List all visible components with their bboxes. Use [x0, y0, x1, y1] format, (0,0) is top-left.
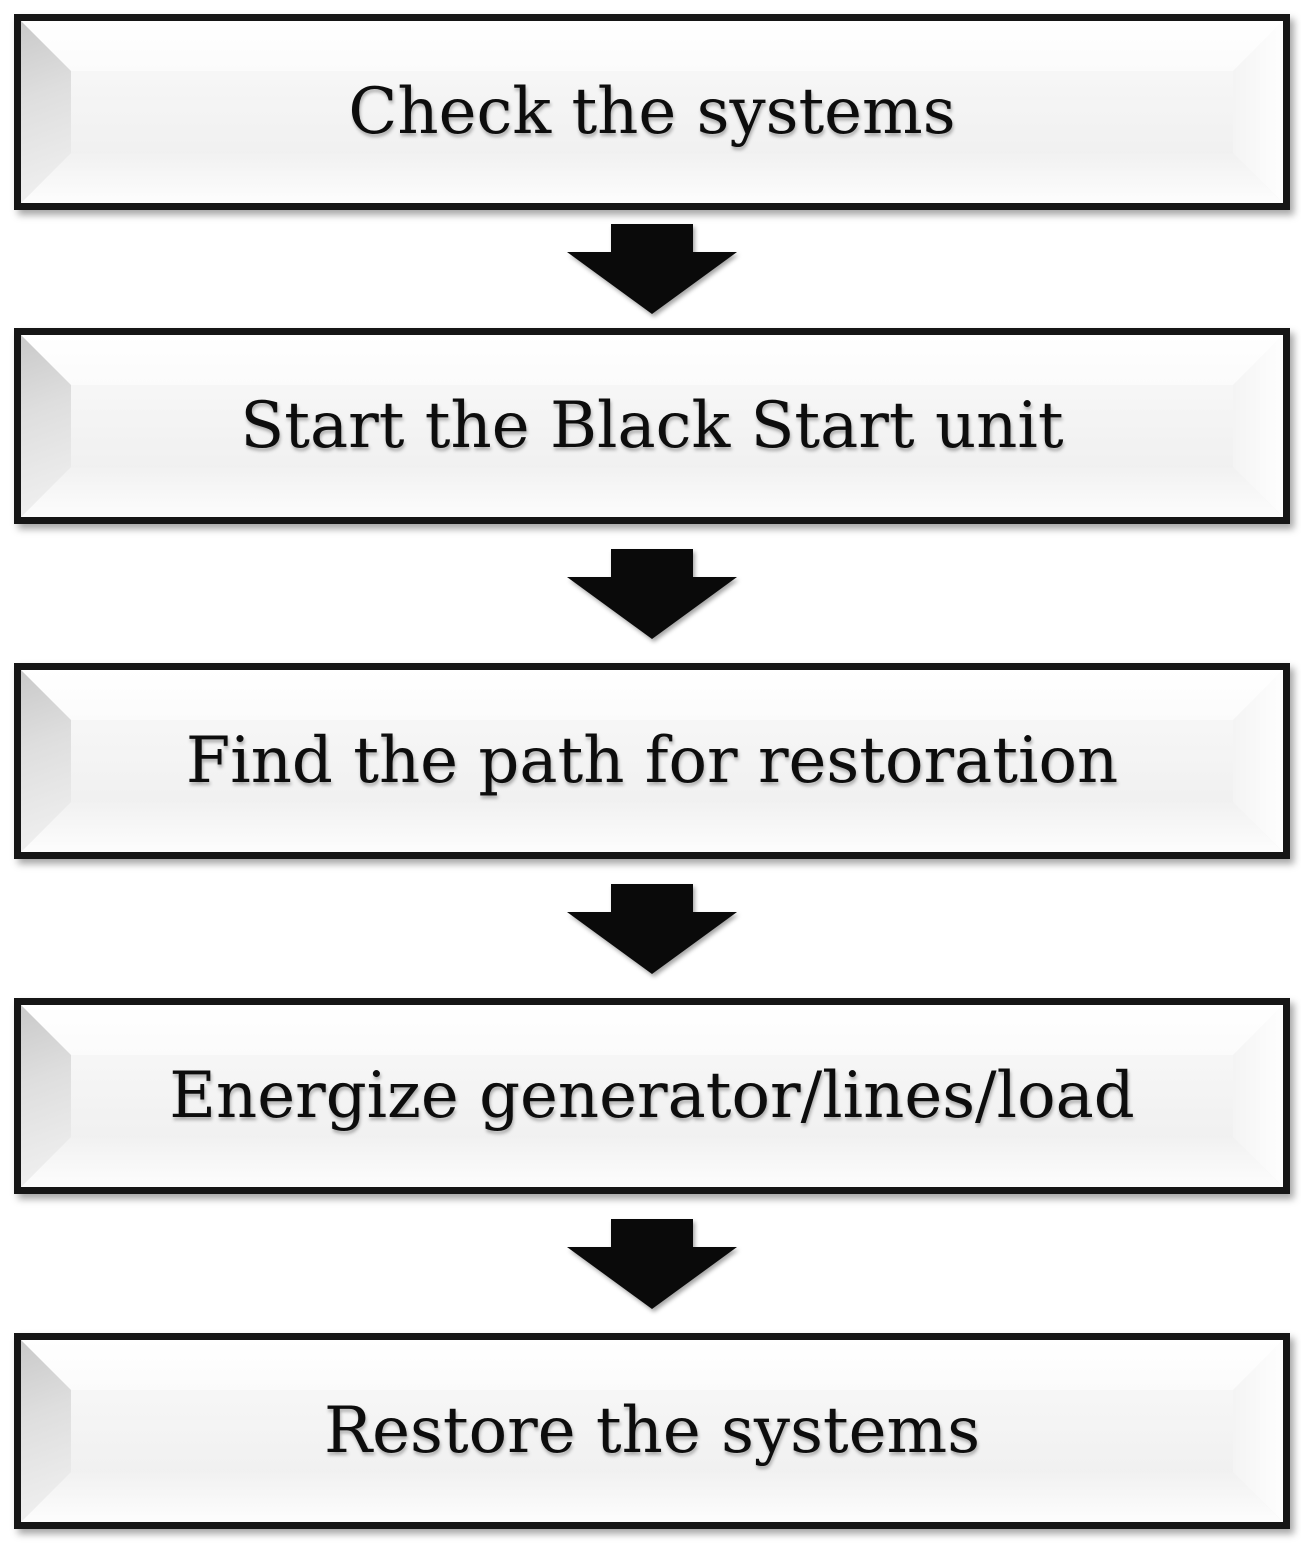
step-label: Find the path for restoration [185, 724, 1119, 798]
step-check-the-systems: Check the systems [14, 14, 1290, 210]
bevel-left [21, 670, 71, 852]
down-arrow-icon [567, 548, 737, 639]
step-start-the-black-start-unit: Start the Black Start unit [14, 328, 1290, 524]
bevel-right [1233, 21, 1283, 203]
bevel-right [1233, 1340, 1283, 1522]
bevel-bottom [21, 802, 1283, 852]
black-start-restoration-flowchart: Check the systems Start the Black Start … [14, 14, 1290, 1529]
down-arrow-icon [567, 1218, 737, 1309]
down-arrow-icon [567, 224, 737, 314]
connector-2 [14, 524, 1290, 663]
step-label: Start the Black Start unit [240, 389, 1064, 463]
step-energize-generator-lines-load: Energize generator/lines/load [14, 998, 1290, 1194]
bevel-bottom [21, 153, 1283, 203]
step-restore-the-systems: Restore the systems [14, 1333, 1290, 1529]
step-label: Check the systems [348, 75, 956, 149]
bevel-top [21, 1005, 1283, 1055]
connector-4 [14, 1194, 1290, 1333]
connector-3 [14, 859, 1290, 998]
bevel-bottom [21, 1472, 1283, 1522]
down-arrow-icon [567, 883, 737, 974]
bevel-left [21, 1340, 71, 1522]
step-label: Energize generator/lines/load [169, 1059, 1135, 1133]
bevel-top [21, 21, 1283, 71]
bevel-top [21, 670, 1283, 720]
bevel-right [1233, 670, 1283, 852]
bevel-left [21, 21, 71, 203]
bevel-right [1233, 335, 1283, 517]
bevel-bottom [21, 1137, 1283, 1187]
step-label: Restore the systems [323, 1394, 981, 1468]
bevel-top [21, 1340, 1283, 1390]
bevel-bottom [21, 467, 1283, 517]
connector-1 [14, 210, 1290, 328]
bevel-top [21, 335, 1283, 385]
bevel-left [21, 1005, 71, 1187]
bevel-left [21, 335, 71, 517]
step-find-the-path-for-restoration: Find the path for restoration [14, 663, 1290, 859]
bevel-right [1233, 1005, 1283, 1187]
